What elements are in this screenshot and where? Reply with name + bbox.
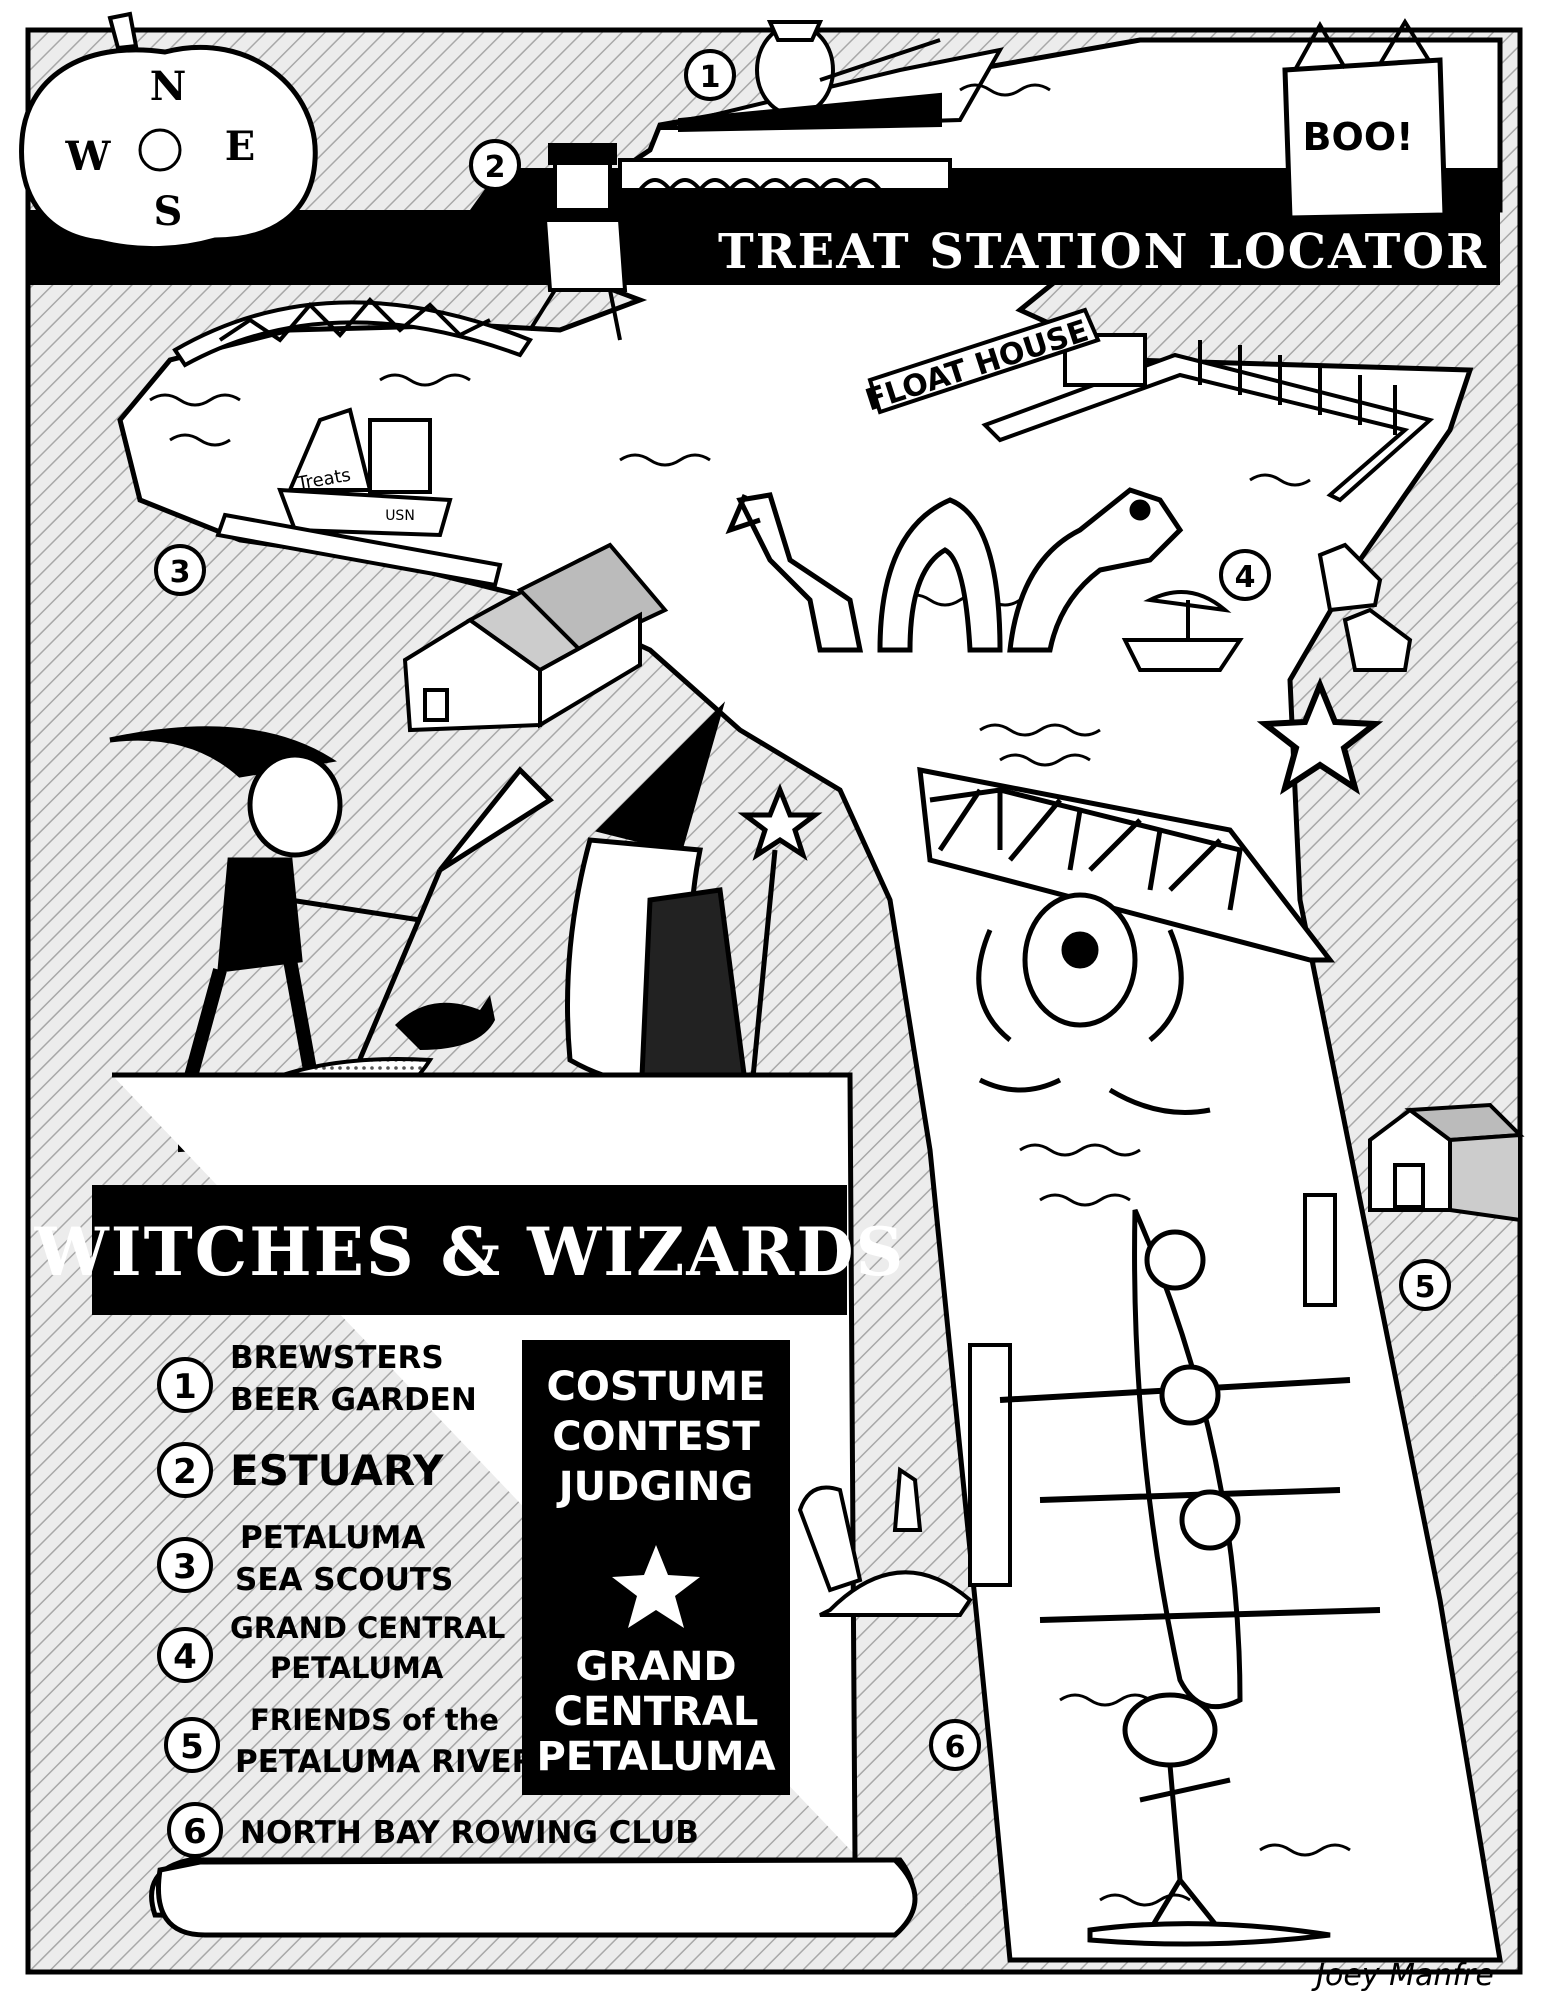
contest-line-2: CONTEST: [552, 1414, 760, 1460]
svg-text:3: 3: [173, 1547, 197, 1587]
frankenstein: [489, 143, 628, 341]
svg-text:PETALUMA RIVER: PETALUMA RIVER: [235, 1744, 536, 1780]
legend-item: 6 NORTH BAY ROWING CLUB: [167, 1802, 699, 1858]
svg-text:1: 1: [700, 60, 721, 95]
compass-west: W: [65, 133, 112, 180]
sea-scouts-dock: [215, 512, 503, 588]
map-marker-1: 1: [684, 49, 736, 101]
witch-illustration: [109, 726, 554, 1131]
artist-signature: Joey Manfre: [1311, 1958, 1494, 1993]
contest-line-6: PETALUMA: [536, 1734, 775, 1780]
dock-ladder-5: [1303, 1193, 1337, 1307]
contest-line-1: COSTUME: [546, 1364, 765, 1410]
svg-text:BREWSTERS: BREWSTERS: [230, 1340, 444, 1376]
boat-usn-label: USN: [385, 508, 415, 524]
compass-east: E: [225, 123, 256, 170]
sea-serpent: [725, 487, 1184, 653]
fisherman: [678, 20, 942, 133]
svg-text:3: 3: [170, 555, 191, 590]
truss-bridge: [917, 766, 1336, 963]
svg-text:2: 2: [485, 150, 506, 185]
svg-text:ESTUARY: ESTUARY: [230, 1446, 444, 1495]
zombie-hand-icon: [892, 1466, 923, 1532]
header-bar: [440, 168, 1500, 285]
legend-item: 5 FRIENDS of the PETALUMA RIVER: [164, 1703, 536, 1780]
black-cat-icon: [395, 995, 495, 1050]
svg-text:PETALUMA: PETALUMA: [240, 1520, 425, 1556]
svg-text:6: 6: [183, 1812, 207, 1852]
bridge-top: [172, 297, 534, 368]
wizard-hat-icon: [595, 701, 726, 854]
legend-list: 1 BREWSTERS BEER GARDEN 2 ESTUARY 3 PETA…: [157, 1340, 699, 1858]
legend-item: 3 PETALUMA SEA SCOUTS: [157, 1520, 453, 1598]
svg-text:4: 4: [1235, 560, 1256, 595]
svg-text:2: 2: [173, 1452, 197, 1492]
theme-title: WITCHES & WIZARDS: [34, 1213, 906, 1291]
barn: [1368, 1102, 1525, 1223]
legend-item: 1 BREWSTERS BEER GARDEN: [157, 1340, 477, 1418]
theme-banner: [92, 1185, 847, 1315]
wizard-illustration: [565, 701, 823, 1161]
svg-text:GRAND CENTRAL: GRAND CENTRAL: [230, 1611, 505, 1645]
legend-item: 2 ESTUARY: [157, 1442, 444, 1498]
compass-north: N: [150, 63, 187, 110]
svg-text:PETALUMA: PETALUMA: [270, 1651, 444, 1685]
contest-line-3: JUDGING: [556, 1464, 754, 1510]
map-marker-3: 3: [154, 544, 206, 596]
map-markers: 1 2 3 4 5 6: [154, 49, 1451, 1771]
sea-scouts-boat: Treats USN: [277, 407, 453, 538]
contest-star-icon: [1256, 677, 1384, 795]
contest-star-small-icon: [612, 1545, 700, 1628]
compass: N W E S: [19, 11, 318, 252]
graveyard: [797, 1466, 973, 1617]
boo-bag: BOO!: [1282, 18, 1448, 221]
legend-item: 4 GRAND CENTRAL PETALUMA: [157, 1611, 505, 1685]
skeleton-paddleboard: [1087, 1692, 1331, 1947]
svg-text:BEER GARDEN: BEER GARDEN: [230, 1382, 477, 1418]
svg-text:5: 5: [180, 1727, 204, 1767]
contest-line-5: CENTRAL: [554, 1689, 759, 1735]
float-house-dock: [981, 333, 1435, 503]
treat-bag-icon: [1282, 57, 1448, 221]
bridge-estuary: [618, 158, 952, 194]
map-marker-4: 4: [1219, 549, 1271, 601]
svg-text:NORTH BAY ROWING CLUB: NORTH BAY ROWING CLUB: [240, 1815, 699, 1851]
map-marker-6: 6: [929, 1719, 981, 1771]
header-title: TREAT STATION LOCATOR: [718, 224, 1488, 280]
map-marker-2: 2: [469, 139, 521, 191]
pumpkin-stem-icon: [107, 11, 139, 51]
sea-monster: [976, 892, 1211, 1115]
contest-line-4: GRAND: [575, 1644, 736, 1690]
dock-ladder-6: [968, 1343, 1012, 1587]
svg-text:SEA SCOUTS: SEA SCOUTS: [235, 1562, 453, 1598]
boo-text: BOO!: [1303, 115, 1414, 159]
wand-star-icon: [737, 783, 823, 861]
contest-box-text: COSTUME CONTEST JUDGING GRAND CENTRAL PE…: [536, 1364, 775, 1780]
scroll-bottom: [156, 1857, 918, 1938]
map-marker-5: 5: [1399, 1259, 1451, 1311]
svg-text:5: 5: [1415, 1270, 1436, 1305]
svg-text:FRIENDS of the: FRIENDS of the: [250, 1703, 499, 1737]
rowing-shell: [999, 1208, 1381, 1710]
sea-scouts-buildings: [402, 542, 669, 733]
svg-text:1: 1: [173, 1367, 197, 1407]
adirondack-chairs: [1317, 542, 1413, 672]
svg-text:6: 6: [945, 1730, 966, 1765]
compass-south: S: [154, 188, 183, 235]
svg-text:4: 4: [173, 1637, 197, 1677]
small-boat: [1121, 590, 1244, 672]
